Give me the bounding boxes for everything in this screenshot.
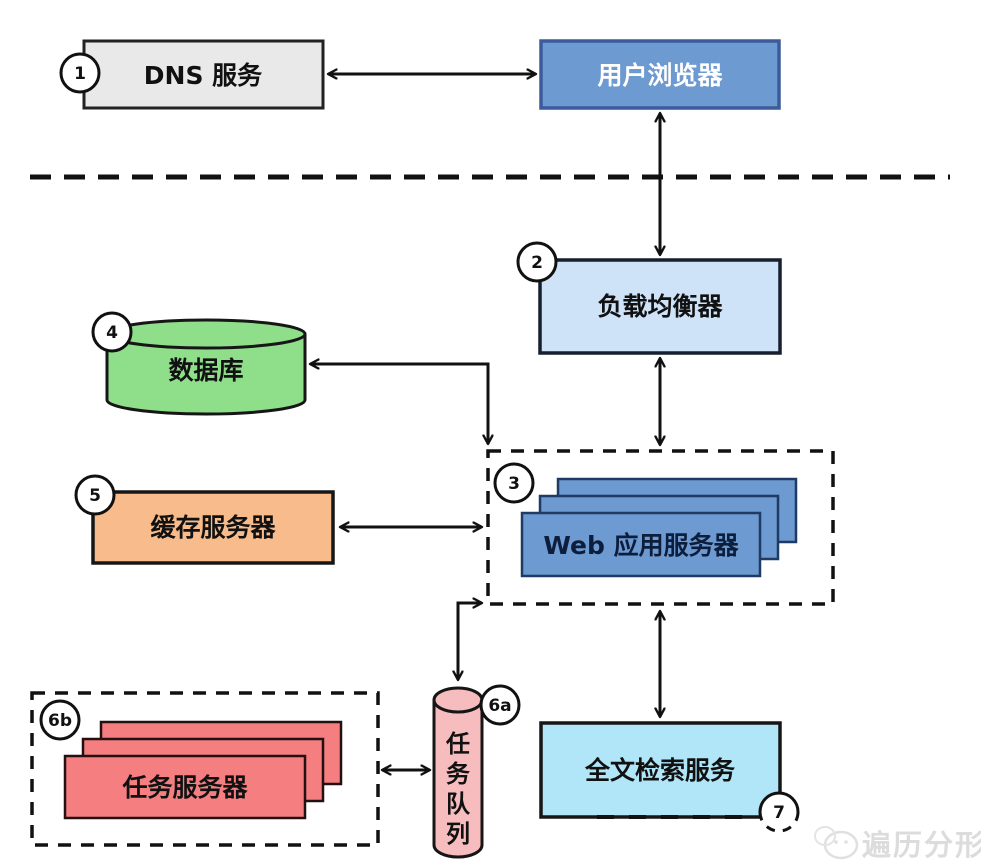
watermark-text: 遍历分形 <box>862 828 981 860</box>
node-browser-box <box>539 39 781 110</box>
task-servers-dashed-container <box>30 691 380 847</box>
node-load-balancer-box <box>538 258 782 355</box>
node-dns: DNS 服务 <box>82 39 325 110</box>
node-load-balancer-label: 负载均衡器 <box>597 292 723 321</box>
node-search-label: 全文检索服务 <box>584 756 735 785</box>
badge-5: 5 <box>74 474 116 516</box>
badge-1: 1 <box>59 52 101 94</box>
node-web-servers-label: Web 应用服务器 <box>543 531 739 560</box>
node-database: 数据库 <box>105 318 307 416</box>
node-browser: 用户浏览器 <box>539 39 781 110</box>
task-queue-top <box>432 686 484 714</box>
badge-6a: 6a <box>479 684 521 726</box>
web-server-box-front <box>520 511 762 578</box>
task-server-box-front <box>63 754 307 820</box>
badge-7: 7 <box>758 791 800 833</box>
arrow-webservers-taskqueue <box>458 603 482 680</box>
web-servers-dashed-container <box>486 449 835 606</box>
node-database-body <box>105 334 307 416</box>
watermark-logo-icon <box>814 826 859 860</box>
node-task-servers-label: 任务服务器 <box>121 773 248 802</box>
node-search-box <box>539 721 782 819</box>
badge-5-label: 5 <box>89 486 101 506</box>
task-queue-char-1: 任 <box>445 730 470 758</box>
task-queue-char-3: 队 <box>446 790 471 818</box>
badge-1-label: 1 <box>74 64 86 84</box>
task-queue-char-4: 列 <box>446 820 470 848</box>
node-cache-label: 缓存服务器 <box>150 513 276 542</box>
node-database-top <box>105 318 307 350</box>
node-browser-label: 用户浏览器 <box>597 61 723 90</box>
node-search: 全文检索服务 <box>539 721 782 819</box>
node-task-queue: 任 务 队 列 <box>432 686 484 859</box>
badge-2-label: 2 <box>531 253 543 273</box>
badge-4: 4 <box>91 311 133 353</box>
badge-6a-label: 6a <box>488 696 511 716</box>
badge-6b: 6b <box>39 699 81 741</box>
task-queue-char-2: 务 <box>446 760 471 788</box>
badge-7-label: 7 <box>773 803 785 823</box>
task-queue-body <box>432 700 484 859</box>
arrow-webservers-database <box>310 364 488 444</box>
node-load-balancer: 负载均衡器 <box>538 258 782 355</box>
node-cache: 缓存服务器 <box>91 490 335 565</box>
node-dns-label: DNS 服务 <box>144 61 262 90</box>
node-cache-box <box>91 490 335 565</box>
badge-3-label: 3 <box>508 474 520 494</box>
watermark: 遍历分形 <box>814 826 981 860</box>
node-web-servers: Web 应用服务器 <box>486 449 835 606</box>
node-task-servers: 任务服务器 <box>30 691 380 847</box>
node-database-label: 数据库 <box>168 356 243 385</box>
badge-2: 2 <box>516 241 558 283</box>
badge-3: 3 <box>493 462 535 504</box>
badge-6b-label: 6b <box>48 711 72 731</box>
badge-4-label: 4 <box>106 323 118 343</box>
